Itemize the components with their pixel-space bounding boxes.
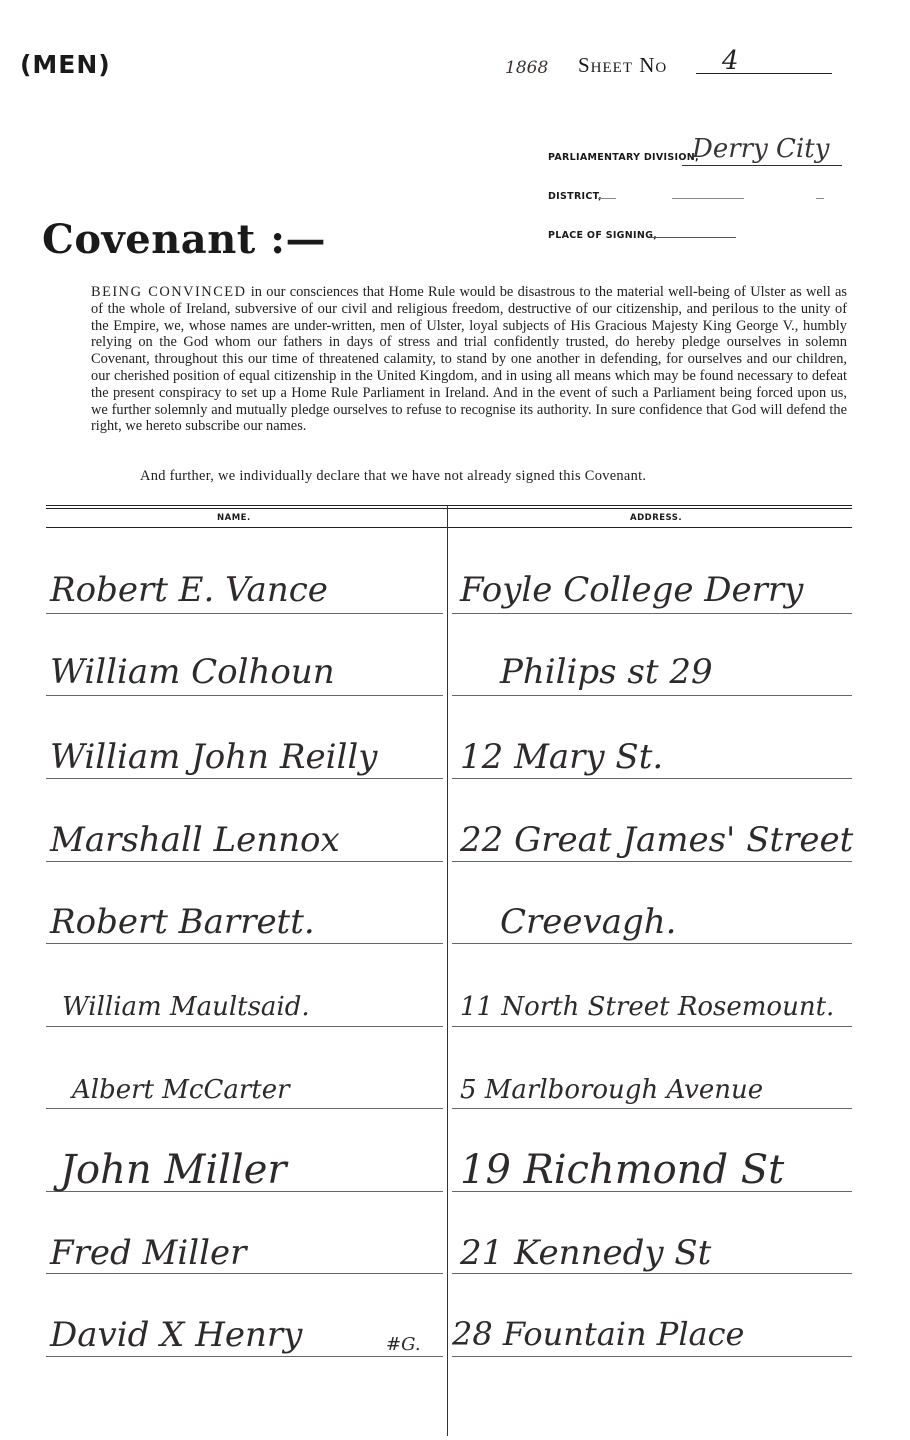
column-divider	[447, 506, 448, 1436]
table-top-rule	[46, 508, 852, 509]
signatory-address: 22 Great James' Street	[460, 820, 854, 860]
address-line	[452, 1108, 852, 1109]
signatory-address: 11 North Street Rosemount.	[460, 992, 835, 1022]
sheet-number-label: Sheet No	[578, 53, 668, 77]
name-column-header: NAME.	[217, 513, 251, 523]
signatory-address: 28 Fountain Place	[452, 1315, 745, 1353]
address-line	[452, 1026, 852, 1027]
place-of-signing-line	[650, 237, 736, 238]
name-line	[46, 695, 443, 696]
district-line	[598, 198, 616, 199]
covenant-text: BEING CONVINCED in our consciences that …	[91, 284, 847, 435]
district-line	[816, 198, 824, 199]
address-line	[452, 1273, 852, 1274]
signatory-name: Marshall Lennox	[50, 820, 340, 860]
name-line	[46, 861, 443, 862]
name-line	[46, 943, 443, 944]
name-line	[46, 1356, 443, 1357]
year-annotation: 1868	[505, 58, 549, 78]
signatory-address: 19 Richmond St	[460, 1147, 785, 1193]
address-line	[452, 695, 852, 696]
address-line	[452, 778, 852, 779]
covenant-text-lead: BEING CONVINCED	[91, 284, 247, 300]
name-line	[46, 1191, 443, 1192]
signatory-name: William Maultsaid.	[62, 992, 310, 1022]
address-line	[452, 1356, 852, 1357]
name-line	[46, 613, 443, 614]
signatory-name: Robert E. Vance	[50, 570, 328, 610]
sheet-number-value: 4	[722, 46, 739, 76]
signatory-address: Creevagh.	[500, 902, 677, 942]
name-line	[46, 1026, 443, 1027]
name-line	[46, 1273, 443, 1274]
signatory-name: Albert McCarter	[72, 1075, 290, 1105]
address-column-header: ADDRESS.	[630, 513, 683, 523]
signatory-address: 21 Kennedy St	[460, 1233, 712, 1273]
district-line	[672, 198, 744, 199]
parliamentary-division-value: Derry City	[692, 134, 830, 164]
covenant-text-body: in our consciences that Home Rule would …	[91, 284, 847, 435]
covenant-further-declaration: And further, we individually declare tha…	[140, 468, 647, 484]
district-label: DISTRICT,	[548, 191, 602, 202]
signatory-name: John Miller	[60, 1147, 287, 1193]
category-label: (MEN)	[20, 50, 111, 79]
parliamentary-division-line	[682, 165, 842, 166]
name-line	[46, 778, 443, 779]
signatory-name: Fred Miller	[50, 1233, 247, 1273]
header-bottom-rule	[46, 527, 852, 528]
signatory-name: David X Henry	[50, 1315, 303, 1355]
address-line	[452, 943, 852, 944]
signatory-address: Philips st 29	[500, 652, 713, 692]
parliamentary-division-label: PARLIAMENTARY DIVISION,	[548, 152, 699, 163]
address-line	[452, 613, 852, 614]
sheet-number-line	[696, 73, 832, 74]
address-line	[452, 861, 852, 862]
covenant-title: Covenant :—	[42, 216, 326, 263]
name-line	[46, 1108, 443, 1109]
address-line	[452, 1191, 852, 1192]
signatory-name: William John Reilly	[50, 737, 378, 777]
signatory-name: William Colhoun	[50, 652, 335, 692]
signatory-name: Robert Barrett.	[50, 902, 315, 942]
signatory-address: 5 Marlborough Avenue	[460, 1075, 764, 1105]
table-top-rule	[46, 505, 852, 506]
signatory-address: 12 Mary St.	[460, 737, 664, 777]
signatory-address: Foyle College Derry	[460, 570, 804, 610]
signatory-mark-note: #G.	[386, 1334, 421, 1355]
place-of-signing-label: PLACE OF SIGNING,	[548, 230, 658, 241]
